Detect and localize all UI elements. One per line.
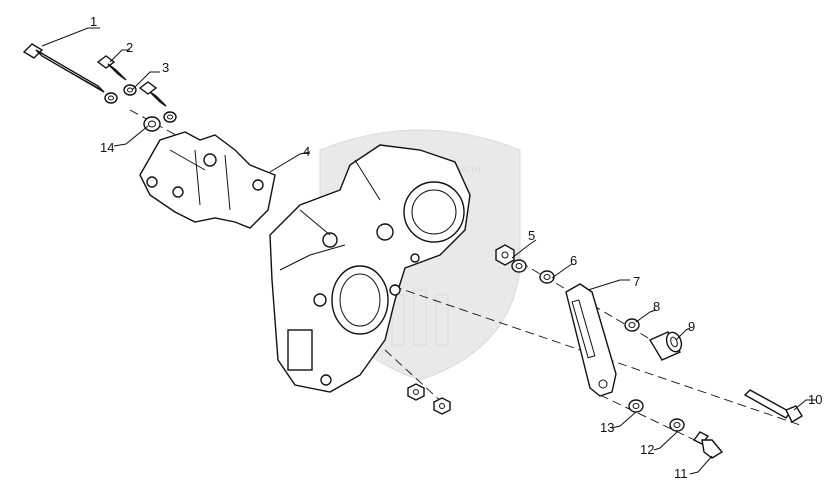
part-washers-upper [104,84,177,123]
part-bracket [139,131,276,229]
callout-14: 14 [100,140,114,155]
part-washer-8 [624,318,640,332]
callout-9: 9 [688,319,695,334]
callout-13: 13 [600,420,614,435]
leader-lines [41,27,816,475]
callout-8: 8 [653,299,660,314]
callout-12: 12 [640,442,654,457]
callout-4: 4 [303,144,310,159]
callout-11: 11 [674,466,688,481]
part-long-bolt [22,43,105,93]
part-bolt-11 [692,431,724,459]
callout-5: 5 [528,228,535,243]
part-washer-12 [669,418,685,432]
callout-3: 3 [162,60,169,75]
part-short-bolt [96,55,127,81]
callout-7: 7 [633,274,640,289]
part-lower-nuts [407,383,451,415]
part-housing [269,144,471,393]
callout-6: 6 [570,253,577,268]
part-small-bolt [138,81,167,107]
callout-1: 1 [90,14,97,29]
callout-labels: 1 2 3 4 5 6 7 8 9 10 11 12 13 14 [90,14,822,481]
part-washer-13 [628,399,644,413]
part-bolt-10 [743,389,803,423]
callout-10: 10 [808,392,822,407]
part-bushing [648,331,683,361]
part-slotted-link [565,283,617,397]
callout-2: 2 [126,40,133,55]
part-washers-mid [511,259,555,284]
part-nut [495,244,515,266]
part-spacer-nut [143,116,161,132]
